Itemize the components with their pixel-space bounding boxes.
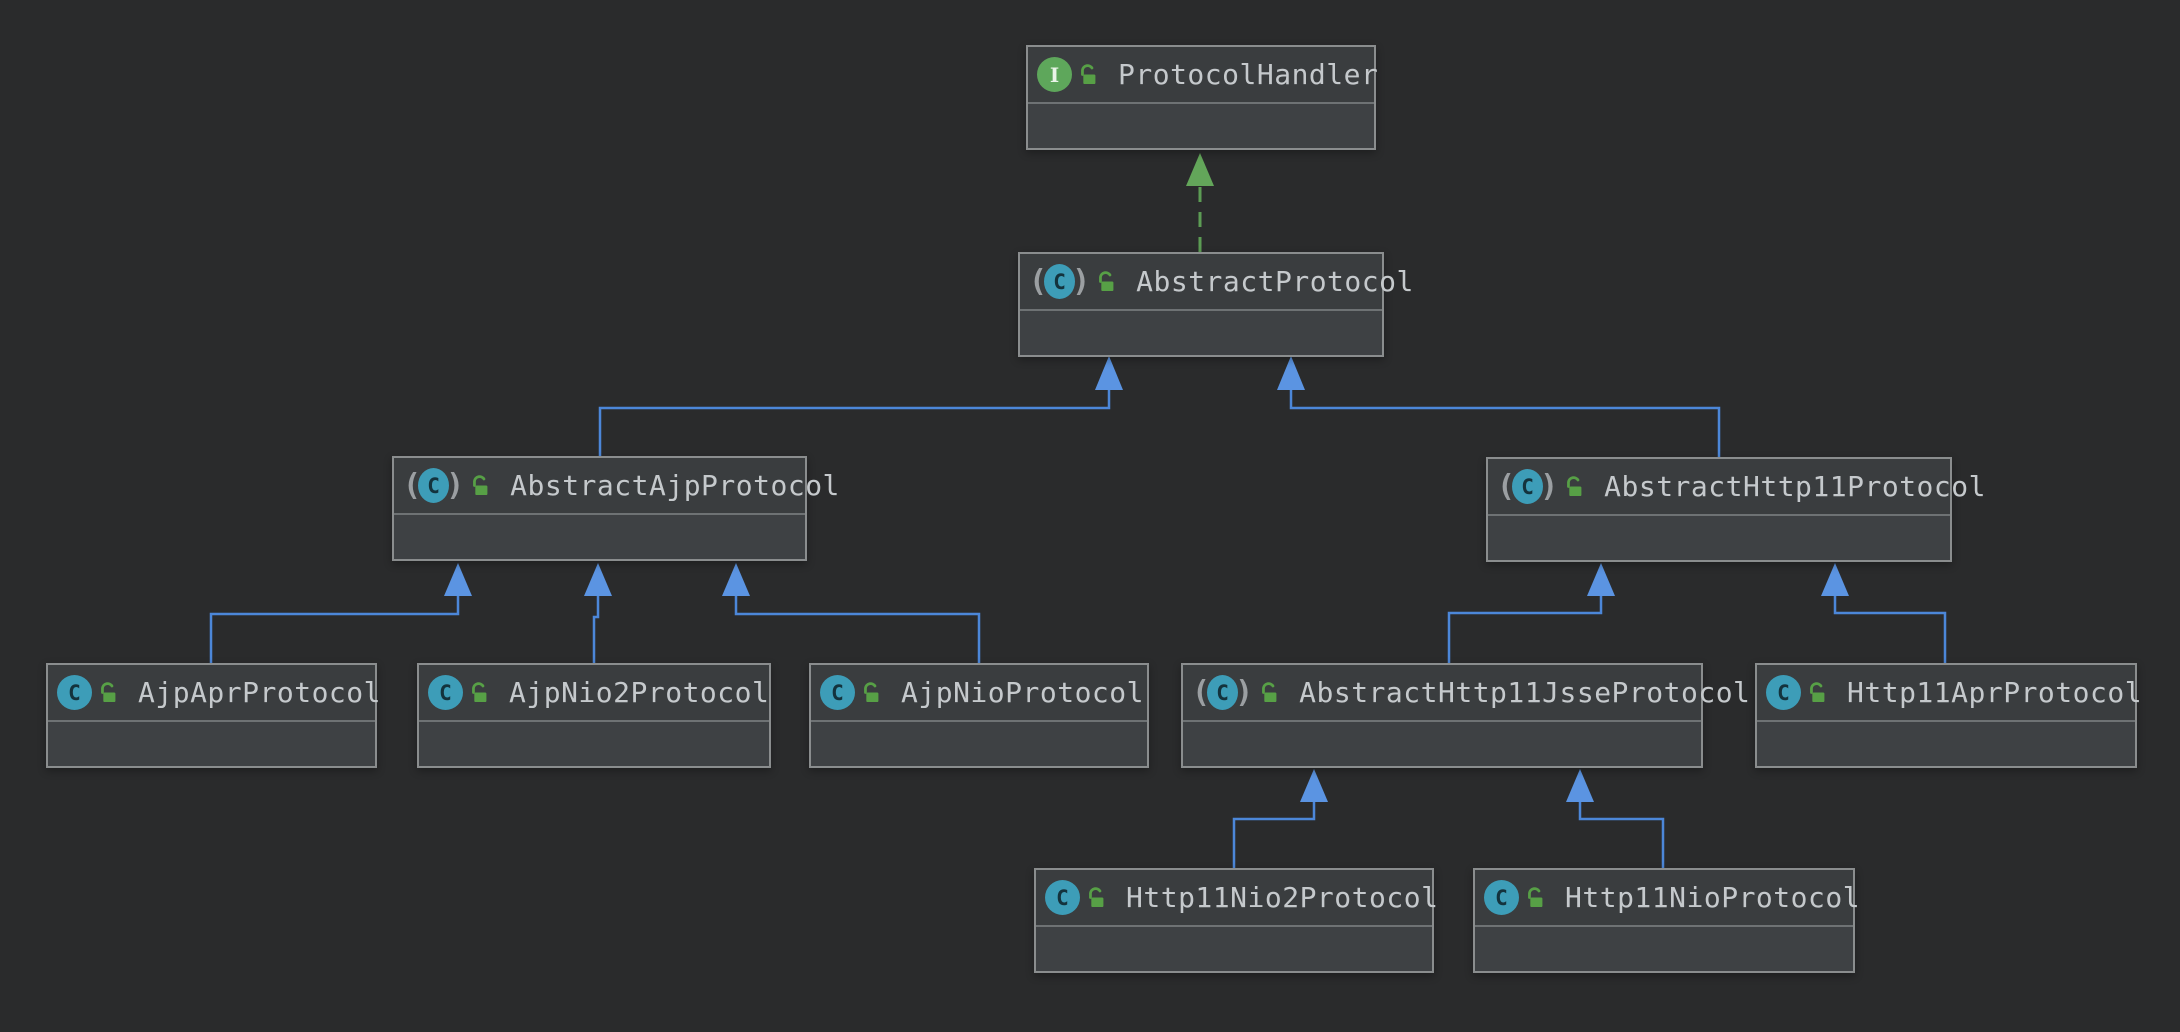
node-title: AjpNioProtocol — [811, 665, 1147, 722]
class-name-label: AbstractProtocol — [1136, 265, 1414, 298]
class-letter-badge — [1766, 675, 1801, 710]
lock-open-icon — [1567, 476, 1582, 496]
class-name-label: Http11Nio2Protocol — [1126, 881, 1439, 914]
lock-open-icon — [1810, 682, 1825, 702]
class-icon — [57, 675, 92, 710]
node-protocol-handler[interactable]: ProtocolHandler — [1026, 45, 1378, 150]
node-members-section — [1475, 927, 1853, 971]
edge-ajpnioprotocol-extends-abstractajpprotocol[interactable] — [722, 563, 981, 663]
edge-abstractprotocol-implements-protocolhandler[interactable] — [1186, 153, 1214, 252]
node-title: AbstractProtocol — [1020, 254, 1413, 311]
lock-open-icon — [1262, 682, 1277, 702]
class-icon — [1766, 675, 1801, 710]
edge-abstractajpprotocol-extends-abstractprotocol[interactable] — [598, 356, 1123, 456]
node-ajp-nio2-protocol[interactable]: AjpNio2Protocol — [417, 663, 771, 768]
node-ajp-nio-protocol[interactable]: AjpNioProtocol — [809, 663, 1149, 768]
class-letter-badge — [820, 675, 855, 710]
lock-open-icon — [101, 682, 116, 702]
interface-letter-badge — [1037, 57, 1072, 92]
node-members-section — [1020, 311, 1382, 355]
edge-ajpaprprotocol-extends-abstractajpprotocol[interactable] — [209, 563, 472, 663]
class-letter-badge — [428, 675, 463, 710]
class-name-label: AbstractHttp11Protocol — [1604, 470, 1986, 503]
edge-abstracthttp11protocol-extends-abstractprotocol[interactable] — [1277, 356, 1721, 457]
node-members-section — [1183, 722, 1701, 766]
node-abstract-ajp-protocol[interactable]: AbstractAjpProtocol — [392, 456, 839, 561]
node-title: Http11NioProtocol — [1475, 870, 1860, 927]
node-http11-nio-protocol[interactable]: Http11NioProtocol — [1473, 868, 1860, 973]
class-name-label: Http11NioProtocol — [1565, 881, 1861, 914]
edge-http11aprprotocol-extends-abstracthttp11protocol[interactable] — [1821, 563, 1947, 663]
class-name-label: AjpAprProtocol — [138, 676, 382, 709]
node-title: AbstractAjpProtocol — [394, 458, 839, 515]
class-letter-badge — [418, 468, 450, 503]
node-abstract-protocol[interactable]: AbstractProtocol — [1018, 252, 1413, 357]
abstract-class-icon — [403, 468, 464, 503]
node-members-section — [811, 722, 1147, 766]
node-http11-apr-protocol[interactable]: Http11AprProtocol — [1755, 663, 2142, 768]
lock-open-icon — [1081, 64, 1096, 84]
class-icon — [820, 675, 855, 710]
abstract-class-icon — [1192, 675, 1253, 710]
class-letter-badge — [1484, 880, 1519, 915]
class-name-label: AjpNio2Protocol — [509, 676, 770, 709]
edge-abstracthttp11jsseprotocol-extends-abstracthttp11protocol[interactable] — [1447, 563, 1615, 663]
node-title: AjpAprProtocol — [48, 665, 381, 722]
node-members-section — [1036, 927, 1432, 971]
node-title: AbstractHttp11JsseProtocol — [1183, 665, 1750, 722]
node-members-section — [1028, 104, 1374, 148]
class-letter-badge — [1207, 675, 1239, 710]
class-letter-badge — [57, 675, 92, 710]
node-members-section — [1488, 516, 1950, 560]
lock-open-icon — [1089, 887, 1104, 907]
lock-open-icon — [1528, 887, 1543, 907]
class-name-label: ProtocolHandler — [1118, 58, 1379, 91]
node-http11-nio2-protocol[interactable]: Http11Nio2Protocol — [1034, 868, 1438, 973]
node-members-section — [419, 722, 769, 766]
lock-open-icon — [472, 682, 487, 702]
class-name-label: Http11AprProtocol — [1847, 676, 2143, 709]
abstract-class-icon — [1029, 264, 1090, 299]
node-title: AjpNio2Protocol — [419, 665, 769, 722]
class-icon — [428, 675, 463, 710]
class-letter-badge — [1045, 880, 1080, 915]
class-name-label: AbstractAjpProtocol — [510, 469, 840, 502]
class-letter-badge — [1044, 264, 1076, 299]
node-abstract-http11-protocol[interactable]: AbstractHttp11Protocol — [1486, 457, 1986, 562]
lock-open-icon — [473, 475, 488, 495]
node-members-section — [394, 515, 805, 559]
node-title: Http11Nio2Protocol — [1036, 870, 1438, 927]
abstract-class-icon — [1497, 469, 1558, 504]
edge-ajpnio2protocol-extends-abstractajpprotocol[interactable] — [584, 563, 612, 663]
node-abstract-http11-jsse-protocol[interactable]: AbstractHttp11JsseProtocol — [1181, 663, 1750, 768]
lock-open-icon — [1099, 271, 1114, 291]
class-letter-badge — [1512, 469, 1544, 504]
class-icon — [1045, 880, 1080, 915]
class-name-label: AbstractHttp11JsseProtocol — [1299, 676, 1751, 709]
node-title: ProtocolHandler — [1028, 47, 1378, 104]
edge-http11nio2protocol-extends-abstracthttp11jsseprotocol[interactable] — [1232, 769, 1328, 868]
interface-icon — [1037, 57, 1072, 92]
edge-http11nioprotocol-extends-abstracthttp11jsseprotocol[interactable] — [1566, 769, 1665, 868]
lock-open-icon — [864, 682, 879, 702]
node-members-section — [48, 722, 375, 766]
node-title: AbstractHttp11Protocol — [1488, 459, 1986, 516]
node-members-section — [1757, 722, 2135, 766]
class-name-label: AjpNioProtocol — [901, 676, 1145, 709]
class-icon — [1484, 880, 1519, 915]
node-ajp-apr-protocol[interactable]: AjpAprProtocol — [46, 663, 381, 768]
node-title: Http11AprProtocol — [1757, 665, 2142, 722]
